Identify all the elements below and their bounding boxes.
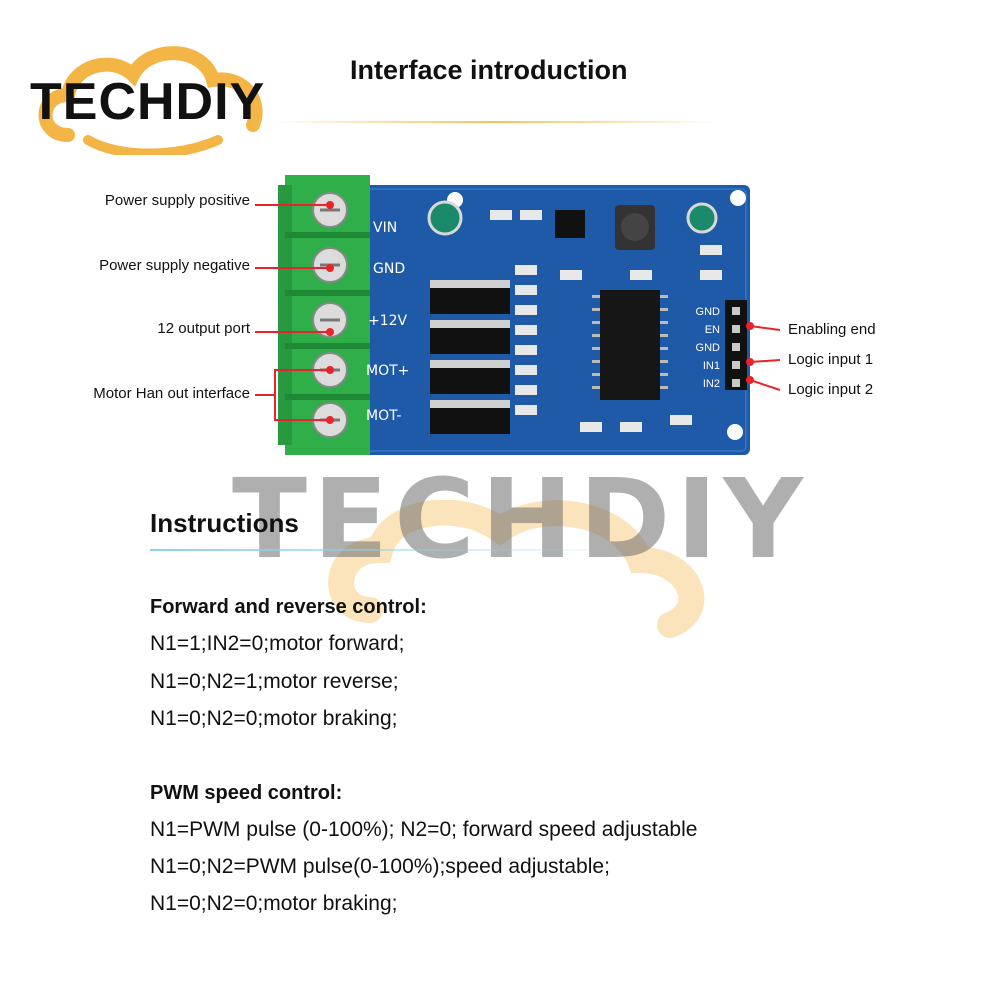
forward-reverse-line-1: N1=1;IN2=0;motor forward; — [150, 632, 405, 655]
callout-power-positive: Power supply positive — [104, 192, 250, 209]
pwm-line-3: N1=0;N2=0;motor braking; — [150, 892, 398, 915]
screw-terminal-block — [278, 175, 370, 455]
pwm-heading: PWM speed control: — [150, 782, 343, 804]
terminal-label-gnd: GND — [373, 261, 405, 277]
forward-reverse-heading: Forward and reverse control: — [150, 596, 427, 618]
callout-logic-input-2: Logic input 2 — [788, 381, 874, 398]
watermark-cloud-icon — [328, 500, 705, 638]
terminal-label-mot-plus: MOT+ — [366, 363, 409, 379]
main-ic — [600, 290, 660, 400]
motor-driver-board: GND EN GND IN1 IN2 VIN GND +12V MOT+ MOT… — [278, 175, 750, 455]
brand-logo-cloud-icon — [38, 46, 263, 155]
pin-label-in1: IN1 — [703, 360, 720, 372]
pin-label-en: EN — [705, 324, 720, 336]
watermark-text: TECHDIY — [232, 455, 809, 583]
terminal-label-mot-minus: MOT- — [366, 408, 401, 424]
capacitor-right — [686, 202, 718, 234]
callout-12v-output: 12 output port — [157, 320, 250, 337]
pwm-line-1: N1=PWM pulse (0-100%); N2=0; forward spe… — [150, 818, 698, 841]
terminal-label-vin: VIN — [373, 220, 397, 236]
instructions-heading: Instructions — [150, 508, 299, 538]
brand-logo: TECHDIY — [30, 73, 266, 131]
callout-enable: Enabling end — [788, 321, 876, 338]
callout-power-negative: Power supply negative — [99, 257, 250, 274]
page-title: Interface introduction — [350, 55, 628, 85]
pwm-line-2: N1=0;N2=PWM pulse(0-100%);speed adjustab… — [150, 855, 610, 878]
u3-chip — [555, 210, 585, 238]
pin-label-in2: IN2 — [703, 378, 720, 390]
instructions-underline — [150, 549, 590, 551]
callout-logic-input-1: Logic input 1 — [788, 351, 874, 368]
title-underline — [270, 121, 720, 123]
forward-reverse-line-3: N1=0;N2=0;motor braking; — [150, 707, 398, 730]
forward-reverse-line-2: N1=0;N2=1;motor reverse; — [150, 670, 399, 693]
callout-motor-output: Motor Han out interface — [93, 385, 250, 402]
mosfets — [430, 280, 510, 434]
pin-label-gnd-1: GND — [696, 306, 721, 318]
terminal-label-12v: +12V — [368, 313, 408, 329]
capacitor-left — [427, 200, 463, 236]
pin-label-gnd-2: GND — [696, 342, 721, 354]
